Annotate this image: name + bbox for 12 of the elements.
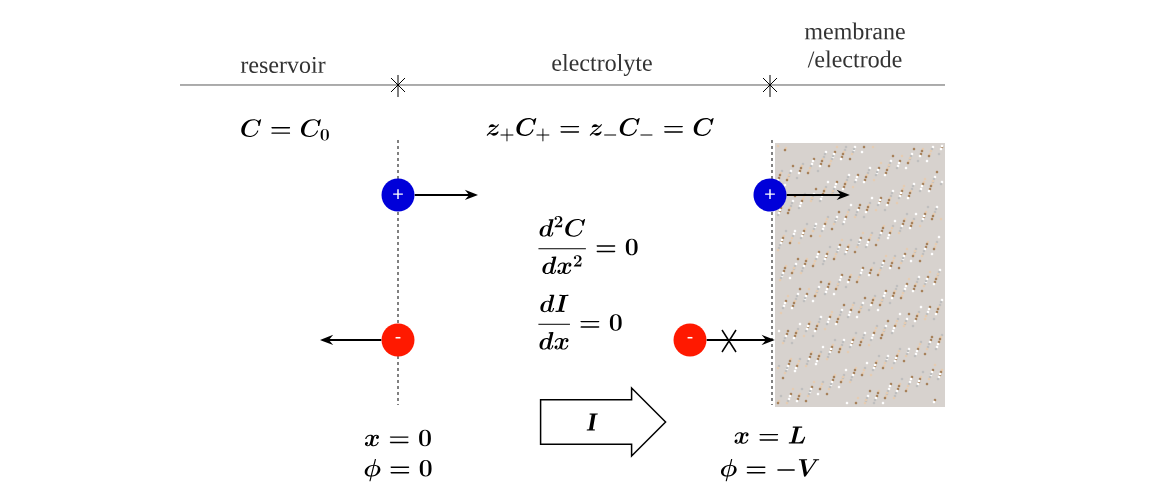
region-label: reservoir bbox=[240, 56, 326, 74]
equation: $\frac{dI}{dx}=0$ bbox=[538, 294, 622, 350]
equation: $\phi=-V$ bbox=[720, 458, 820, 482]
region-label: membrane /electrode bbox=[804, 22, 905, 68]
equation: $z_+C_+=z_-C_-=C$ bbox=[486, 118, 714, 142]
equation: $\phi=0$ bbox=[364, 458, 432, 482]
equation: $x=0$ bbox=[364, 429, 431, 447]
equation: $\frac{d^2C}{dx^2}=0$ bbox=[538, 216, 638, 274]
region-label: electrolyte bbox=[552, 54, 652, 76]
equation: $x=L$ bbox=[734, 426, 806, 444]
equation: $C=C_0$ bbox=[241, 119, 329, 141]
electrode-drawing bbox=[775, 143, 945, 407]
